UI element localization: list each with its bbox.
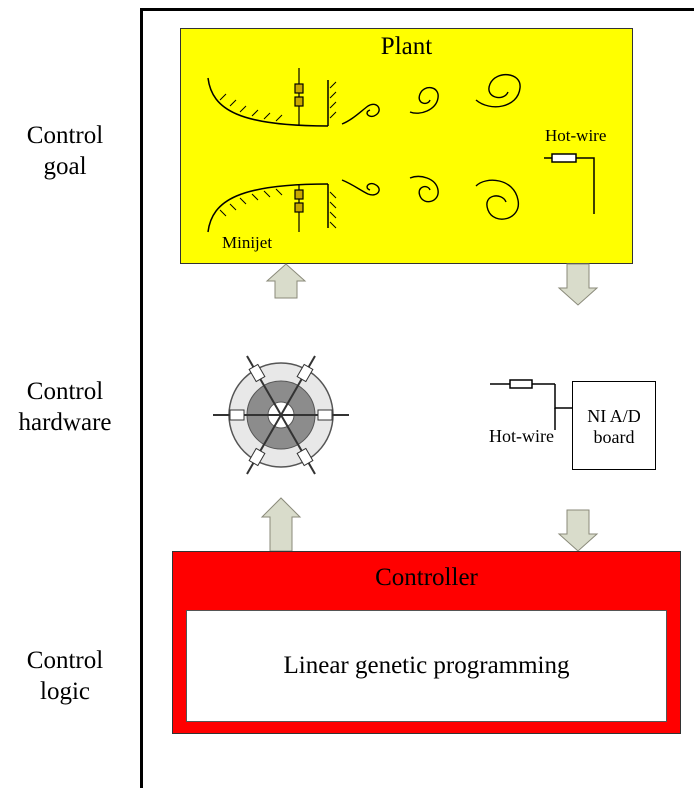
control-logic-line1: Control (26, 647, 104, 674)
sensors-board-line1: NI A/D (587, 406, 641, 426)
arrow-actuators-to-plant (265, 263, 307, 299)
diagram-graphics (207, 68, 599, 552)
plant-title: Plant (380, 33, 433, 60)
control-hardware-label: Control hardware (0, 376, 130, 438)
controller-inner-label: Linear genetic programming (283, 652, 570, 679)
controller-title: Controller (375, 564, 478, 591)
control-hardware-line1: Control (26, 378, 104, 405)
sensors-hotwire-probe (490, 379, 572, 430)
sensors-board: NI A/D board (572, 381, 656, 470)
plant-minijet-icons (294, 68, 304, 232)
controller-box: Controller Linear genetic programming (172, 551, 681, 734)
plant-minijet-label: Minijet (222, 233, 273, 252)
control-logic-line2: logic (40, 678, 90, 705)
plant-vortices (341, 74, 521, 220)
actuator-ring-assembly (213, 355, 349, 475)
plant-box: Plant (180, 28, 633, 264)
plant-hotwire-probe (544, 153, 595, 214)
arrow-sensors-to-controller (557, 509, 599, 552)
plant-hotwire-label: Hot-wire (545, 126, 607, 145)
control-hardware-line2: hardware (18, 409, 112, 436)
control-goal-line2: goal (43, 153, 87, 180)
arrow-plant-to-sensors (557, 263, 599, 306)
sensors-hotwire-label: Hot-wire (489, 426, 554, 446)
plant-nozzle-drawing (207, 77, 337, 233)
control-goal-line1: Control (26, 122, 104, 149)
arrow-controller-to-actuators (260, 497, 302, 552)
sensors-board-line2: board (593, 427, 635, 447)
control-goal-label: Control goal (0, 120, 130, 182)
controller-inner-box: Linear genetic programming (186, 610, 667, 722)
system-frame (140, 8, 694, 788)
control-logic-label: Control logic (0, 645, 130, 707)
